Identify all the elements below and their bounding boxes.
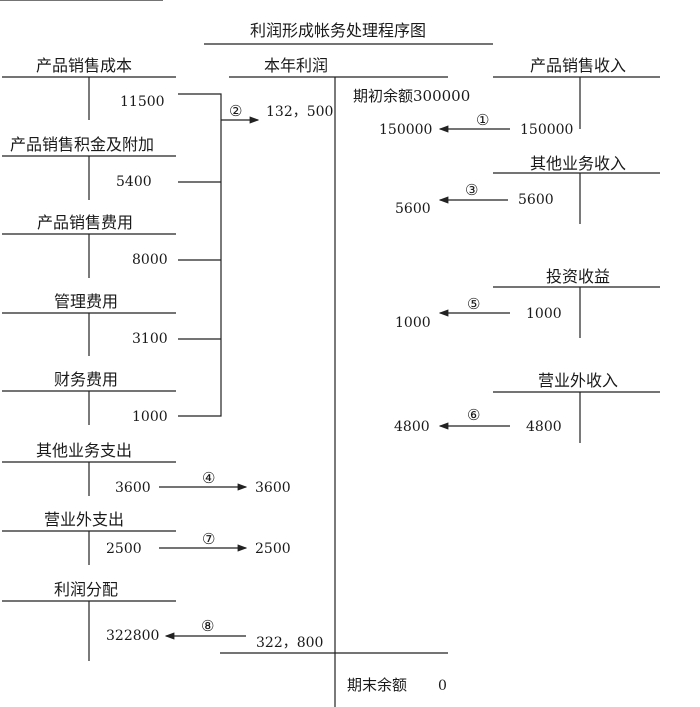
- right-account-name: 营业外收入: [538, 371, 619, 390]
- step-2-label: ②: [229, 102, 243, 120]
- closing-balance-label: 期末余额: [347, 676, 408, 694]
- center-closing-transfer: 322，800: [256, 635, 324, 651]
- right-account-name: 其他业务收入: [530, 154, 627, 173]
- left-account-name: 其他业务支出: [36, 441, 133, 460]
- center-entry-4800: 4800: [394, 419, 430, 435]
- left-account-amount: 8000: [132, 252, 168, 268]
- right-account-name: 投资收益: [546, 267, 611, 286]
- left-account-name: 产品销售成本: [36, 56, 133, 75]
- step-5-label: ⑤: [467, 295, 481, 313]
- center-entry-150000: 150000: [379, 122, 433, 138]
- step-6-label: ⑥: [467, 406, 481, 424]
- left-account-amount: 1000: [132, 409, 168, 425]
- center-entry-5600: 5600: [395, 201, 431, 217]
- step-4-label: ④: [202, 469, 216, 487]
- left-account-name: 管理费用: [54, 292, 119, 311]
- center-account-name: 本年利润: [264, 56, 329, 75]
- step-1-label: ①: [476, 111, 490, 129]
- center-entry-3600: 3600: [255, 480, 291, 496]
- left-account-amount: 3100: [132, 331, 168, 347]
- closing-balance-value: 0: [438, 678, 447, 694]
- step-3-label: ③: [465, 181, 479, 199]
- right-account-name: 产品销售收入: [530, 56, 627, 75]
- left-account-amount: 5400: [116, 174, 152, 190]
- center-entry-2500: 2500: [255, 541, 291, 557]
- left-account-amount: 322800: [106, 628, 160, 644]
- left-account-amount: 2500: [106, 541, 142, 557]
- left-account-name: 产品销售积金及附加: [10, 135, 155, 154]
- right-account-amount: 4800: [526, 419, 562, 435]
- step-7-label: ⑦: [202, 530, 216, 548]
- left-account-name: 财务费用: [54, 370, 119, 389]
- diagram-title: 利润形成帐务处理程序图: [250, 21, 427, 40]
- right-account-amount: 5600: [518, 192, 554, 208]
- bracket-connector: [178, 93, 222, 417]
- left-account-name: 营业外支出: [44, 510, 125, 529]
- left-account-amount: 3600: [115, 480, 151, 496]
- right-account-amount: 150000: [520, 122, 574, 138]
- center-debit-total: 132，500: [266, 104, 334, 120]
- step-8-label: ⑧: [201, 617, 215, 635]
- right-account-amount: 1000: [526, 306, 562, 322]
- left-account-name: 利润分配: [54, 580, 119, 599]
- center-entry-1000: 1000: [395, 315, 431, 331]
- opening-balance: 期初余额300000: [353, 87, 471, 105]
- left-account-amount: 11500: [120, 94, 165, 110]
- left-account-name: 产品销售费用: [37, 213, 134, 232]
